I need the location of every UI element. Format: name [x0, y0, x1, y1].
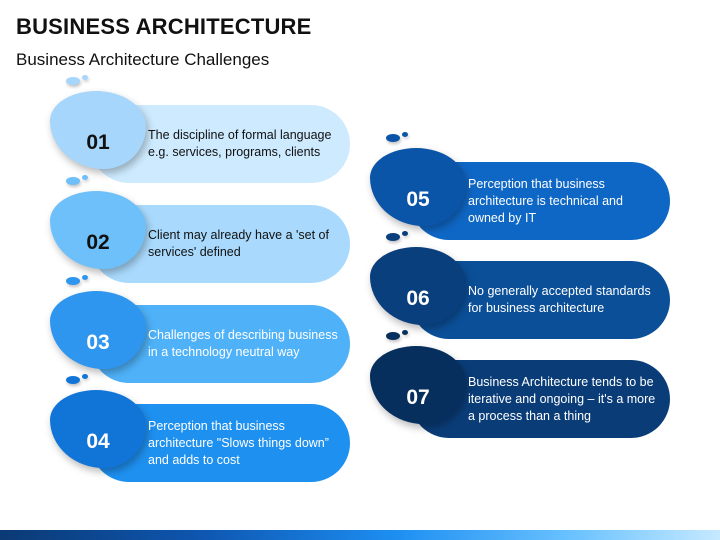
- card-number: 01: [86, 131, 110, 154]
- challenge-card-07: 07 Business Architecture tends to be ite…: [370, 330, 670, 438]
- challenge-card-05: 05 Perception that business architecture…: [370, 132, 670, 240]
- page-title: BUSINESS ARCHITECTURE: [16, 14, 312, 39]
- challenge-card-04: 04 Perception that business architecture…: [50, 374, 350, 482]
- card-text: Challenges of describing business in a t…: [148, 328, 338, 359]
- card-text: Perception that business architecture "S…: [148, 418, 329, 467]
- droplet-decoration: [82, 175, 88, 180]
- card-number: 04: [86, 430, 110, 453]
- droplet-decoration: [66, 77, 80, 85]
- card-number: 05: [406, 188, 430, 211]
- droplet-decoration: [386, 134, 400, 142]
- card-text: Perception that business architecture is…: [468, 176, 623, 225]
- droplet-decoration: [402, 330, 408, 335]
- card-number: 03: [86, 331, 110, 354]
- challenge-card-06: 06 No generally accepted standards for b…: [370, 231, 670, 339]
- card-text: No generally accepted standards for busi…: [468, 284, 651, 315]
- droplet-decoration: [82, 275, 88, 280]
- card-text: The discipline of formal language e.g. s…: [148, 128, 332, 159]
- droplet-decoration: [66, 376, 80, 384]
- challenge-card-03: 03 Challenges of describing business in …: [50, 275, 350, 383]
- droplet-decoration: [66, 277, 80, 285]
- card-number: 07: [406, 386, 430, 409]
- droplet-decoration: [386, 332, 400, 340]
- challenge-card-01: 01 The discipline of formal language e.g…: [50, 75, 350, 183]
- droplet-decoration: [82, 75, 88, 80]
- droplet-decoration: [66, 177, 80, 185]
- droplet-decoration: [386, 233, 400, 241]
- card-text: Client may already have a 'set of servic…: [148, 228, 329, 259]
- challenge-card-02: 02 Client may already have a 'set of ser…: [50, 175, 350, 283]
- droplet-decoration: [402, 231, 408, 236]
- page-subtitle: Business Architecture Challenges: [16, 50, 270, 69]
- bottom-gradient-bar: [0, 530, 720, 540]
- droplet-decoration: [402, 132, 408, 137]
- card-text: Business Architecture tends to be iterat…: [468, 374, 656, 423]
- card-number: 06: [406, 287, 430, 310]
- droplet-decoration: [82, 374, 88, 379]
- card-number: 02: [86, 231, 110, 254]
